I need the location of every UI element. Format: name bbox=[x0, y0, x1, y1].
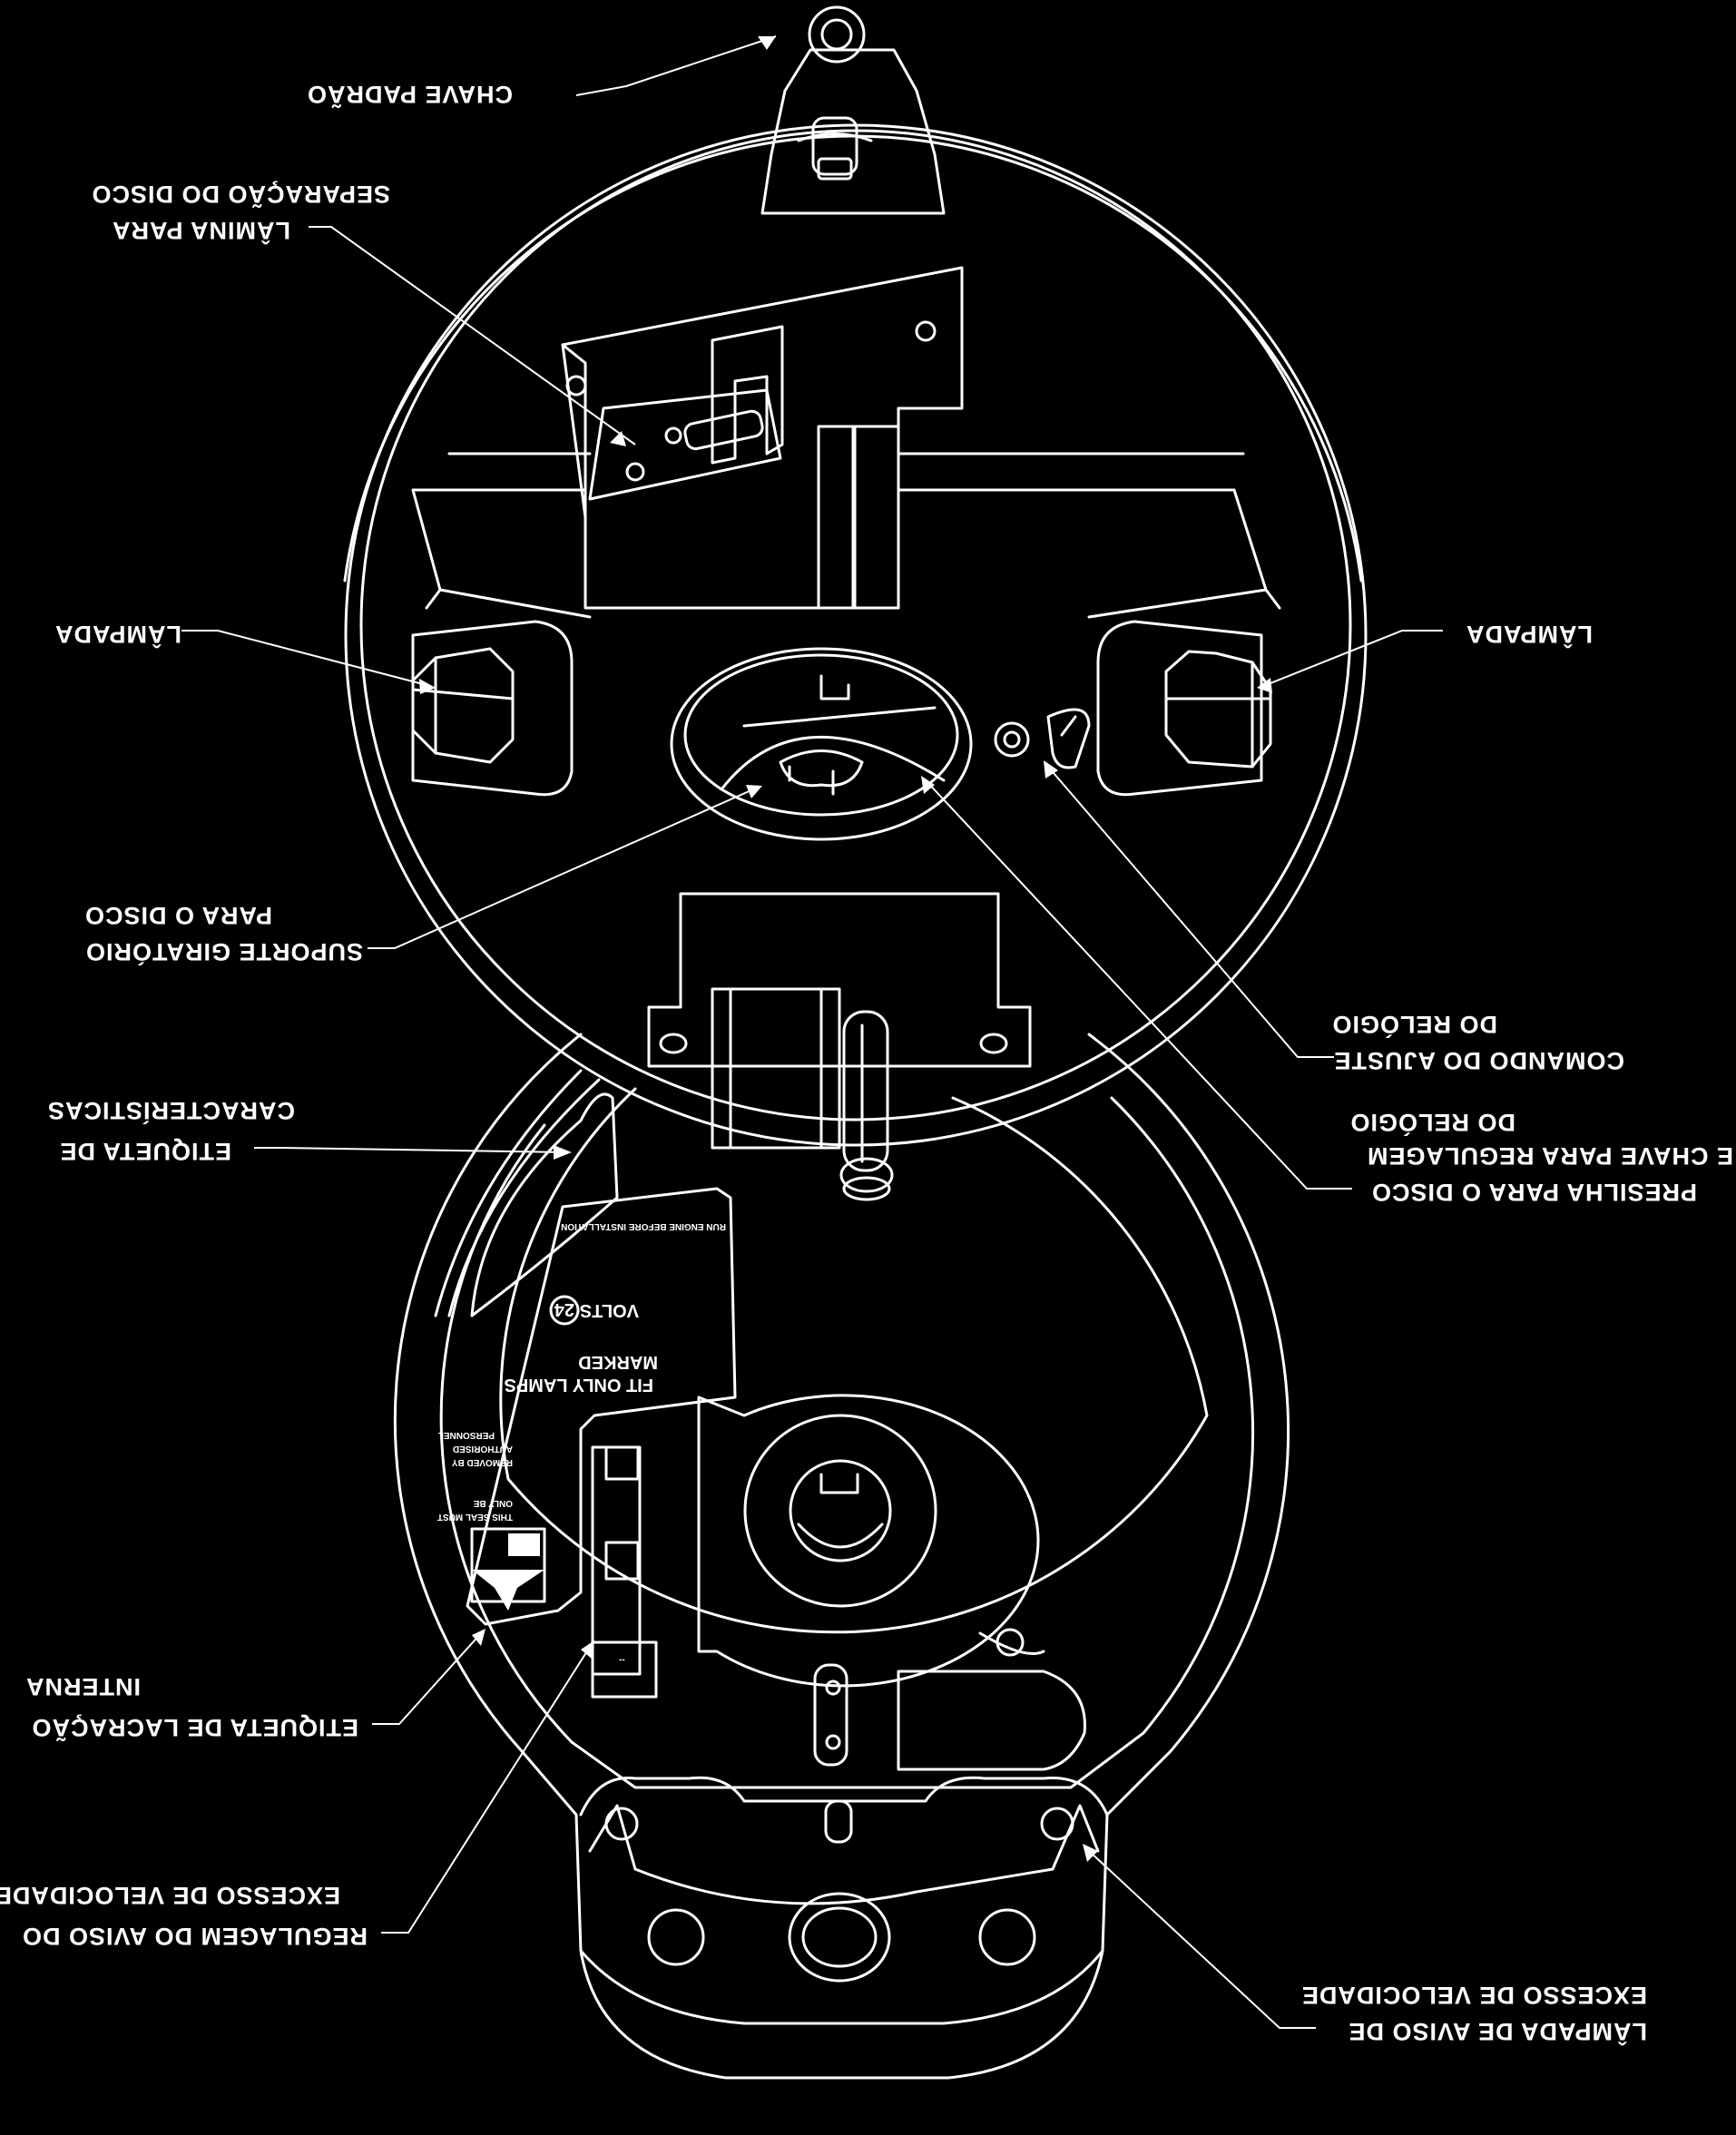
internal-seal-label: PERSONNEL AUTHORISED REMOVED BY ONLY BE … bbox=[437, 1430, 546, 1611]
plate-line1: FIT ONLY LAMPS bbox=[505, 1375, 653, 1395]
upper-lid bbox=[343, 123, 1368, 1147]
callout-labels: CHAVE PADRÃO LÂMINA PARA SEPARAÇÃO DO DI… bbox=[0, 81, 1733, 2046]
label-lamina-line2: SEPARAÇÃO DO DISCO bbox=[91, 181, 390, 209]
label-lampada-left: LÂMPADA bbox=[54, 621, 181, 649]
seal-line4: ONLY BE bbox=[473, 1498, 513, 1508]
label-presilha-line1: PRESILHA PARA O DISCO bbox=[1371, 1179, 1697, 1206]
label-lampada-aviso-line1: LÂMPADA DE AVISO DE bbox=[1348, 2018, 1647, 2046]
plate-small-text: RUN ENGINE BEFORE INSTALLATION bbox=[561, 1221, 726, 1231]
upper-frame bbox=[411, 452, 1281, 619]
label-regulagem-line1: REGULAGEM DO AVISO DO bbox=[22, 1923, 368, 1950]
clock-key-holder bbox=[839, 1010, 894, 1201]
seal-line5: THIS SEAL MUST bbox=[437, 1512, 513, 1522]
label-regulagem-line2: EXCESSO DE VELOCIDADE bbox=[0, 1882, 340, 1909]
drive-spindle bbox=[697, 1394, 1045, 1688]
lower-housing bbox=[393, 1033, 1290, 2080]
label-presilha-line3: DO RELÓGIO bbox=[1349, 1109, 1515, 1137]
rating-plate: FIT ONLY LAMPS MARKED 24 VOLTS RUN ENGIN… bbox=[466, 1187, 737, 1626]
seal-line1: PERSONNEL bbox=[438, 1430, 495, 1440]
label-presilha-line2: E CHAVE PARA REGULAGEM bbox=[1367, 1142, 1733, 1170]
label-lamina-line1: LÂMINA PARA bbox=[112, 217, 290, 245]
label-comando-line2: DO RELÓGIO bbox=[1331, 1011, 1497, 1039]
disc-separation-blade bbox=[561, 266, 964, 610]
label-etiqueta-lacracao-line1: ETIQUETA DE LACRAÇÃO bbox=[32, 1714, 359, 1742]
plate-badge: 24 bbox=[554, 1299, 574, 1319]
plate-volts: VOLTS bbox=[580, 1300, 639, 1320]
leader-lines bbox=[181, 35, 1443, 2029]
lamp-left bbox=[411, 620, 574, 797]
label-suporte-line1: SUPORTE GIRATÓRIO bbox=[85, 938, 363, 966]
clock-adjust-knob bbox=[994, 708, 1091, 769]
label-comando-line1: COMANDO DO AJUSTE bbox=[1333, 1047, 1624, 1074]
adjuster-marks: -- bbox=[619, 1655, 625, 1665]
disc-support bbox=[670, 647, 973, 841]
seal-line3: REMOVED BY bbox=[451, 1457, 513, 1467]
characteristics-label bbox=[470, 1092, 619, 1317]
base-mounting bbox=[579, 1776, 1109, 2025]
seal-line2: AUTHORISED bbox=[453, 1444, 513, 1454]
label-chave-padrao: CHAVE PADRÃO bbox=[307, 81, 513, 109]
label-etiqueta-carac-line1: ETIQUETA DE bbox=[59, 1138, 231, 1165]
speed-warning-adjuster: -- bbox=[591, 1445, 658, 1699]
label-lampada-aviso-line2: EXCESSO DE VELOCIDADE bbox=[1301, 1982, 1647, 2009]
label-suporte-line2: PARA O DISCO bbox=[84, 902, 272, 929]
bottom-fitting bbox=[813, 1663, 1086, 1771]
label-etiqueta-lacracao-line2: INTERNA bbox=[25, 1673, 141, 1700]
standard-key bbox=[760, 5, 946, 215]
plate-line2: MARKED bbox=[578, 1352, 658, 1372]
hinge bbox=[647, 892, 1032, 1150]
label-etiqueta-carac-line2: CARACTERÍSTICAS bbox=[47, 1097, 295, 1125]
label-lampada-right: LÂMPADA bbox=[1466, 621, 1593, 649]
lamp-right bbox=[1096, 620, 1272, 797]
